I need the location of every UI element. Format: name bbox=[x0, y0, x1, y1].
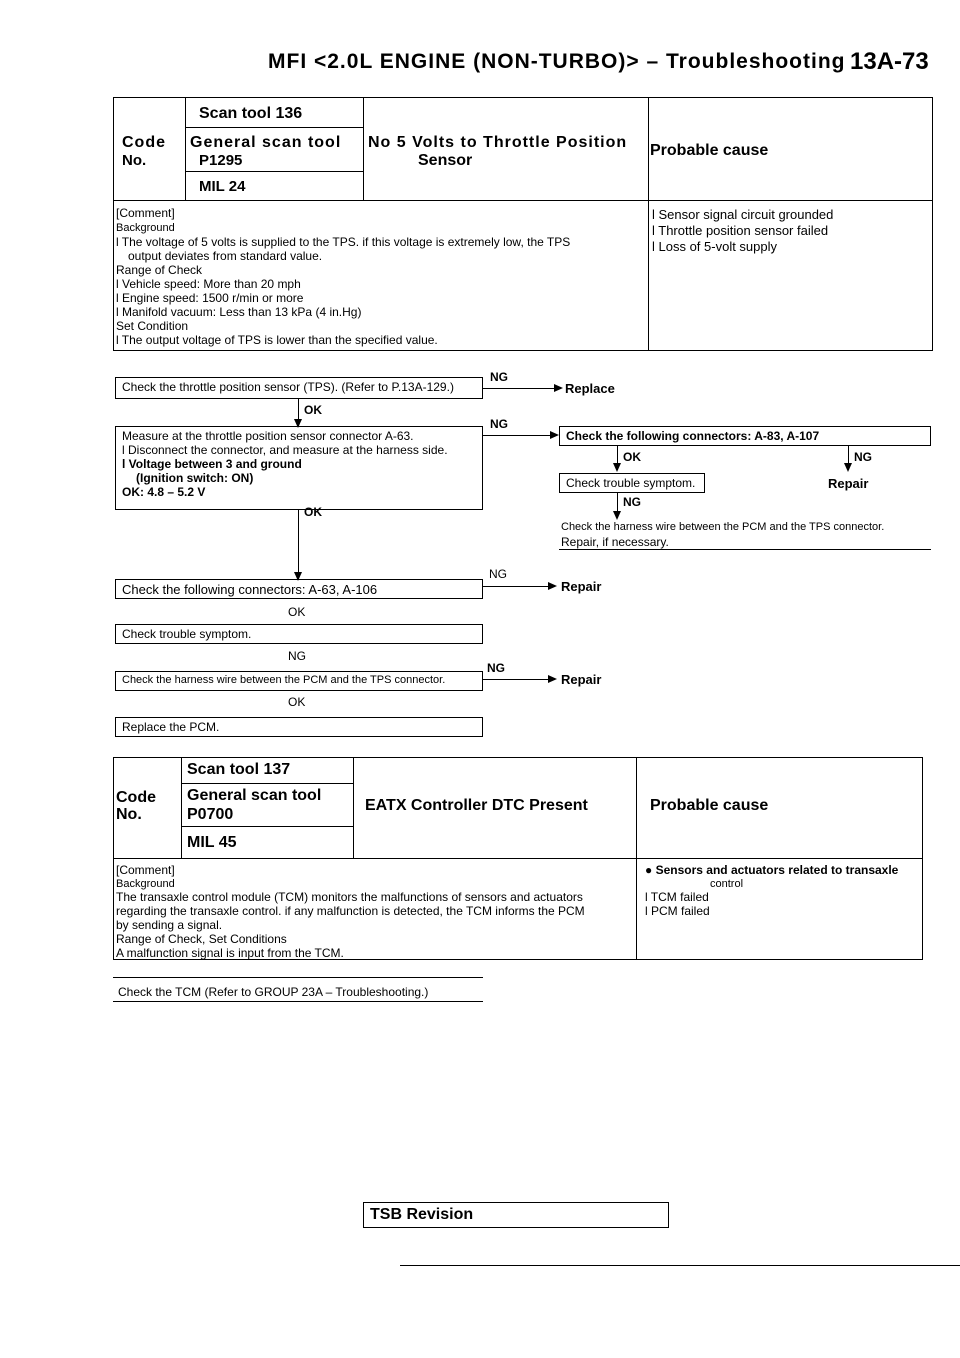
dtc2-cause-item: PCM failed bbox=[645, 904, 710, 918]
dtc2-cause-item: ● Sensors and actuators related to trans… bbox=[645, 863, 899, 877]
flow-step-check-harness-left: Check the harness wire between the PCM a… bbox=[115, 671, 483, 691]
flow-ok-label: OK bbox=[288, 695, 306, 709]
dtc2-range-text: A malfunction signal is input from the T… bbox=[116, 946, 344, 960]
dtc2-cause-item: TCM failed bbox=[645, 890, 709, 904]
dtc2-background-label: Background bbox=[116, 878, 175, 890]
flow-step-check-trouble-symptom-left: Check trouble symptom. bbox=[115, 624, 483, 644]
dtc1-comment-label: [Comment] bbox=[116, 206, 175, 220]
flow-ok-label: OK bbox=[623, 450, 641, 464]
flow-step-check-connectors-a83-a107: Check the following connectors: A-83, A-… bbox=[559, 426, 931, 446]
dtc2-cause-item: control bbox=[710, 878, 744, 890]
flow-repair-label: Repair bbox=[828, 476, 869, 491]
flow-repair-label: Repair bbox=[561, 672, 602, 687]
dtc1-range-item: Engine speed: 1500 r/min or more bbox=[116, 291, 303, 305]
dtc1-cause-item: Sensor signal circuit grounded bbox=[652, 207, 834, 222]
dtc2-comment-label: [Comment] bbox=[116, 863, 175, 877]
dtc-p1295-table bbox=[113, 97, 933, 351]
dtc2-no-label: No. bbox=[116, 806, 142, 823]
dtc2-background-text1: The transaxle control module (TCM) monit… bbox=[116, 890, 583, 904]
flow-ng-label: NG bbox=[288, 649, 306, 663]
dtc1-cause-item: Loss of 5-volt supply bbox=[652, 239, 778, 254]
flow-ng-label: NG bbox=[489, 567, 507, 581]
dtc1-title-line2: Sensor bbox=[418, 152, 473, 169]
dtc1-probable-cause-label: Probable cause bbox=[650, 142, 769, 159]
flow-step-check-connectors-a63-a106: Check the following connectors: A-63, A-… bbox=[115, 579, 483, 599]
flow-step-check-harness-right: Check the harness wire between the PCM a… bbox=[561, 521, 885, 533]
dtc1-range-item: Vehicle speed: More than 20 mph bbox=[116, 277, 301, 291]
flow-replace-label: Replace bbox=[565, 381, 615, 396]
dtc1-set-label: Set Condition bbox=[116, 319, 189, 333]
tsb-revision-box bbox=[363, 1202, 669, 1228]
flow-step-check-tcm: Check the TCM (Refer to GROUP 23A – Trou… bbox=[118, 985, 429, 999]
page-number: 13A-73 bbox=[850, 48, 929, 75]
dtc1-range-item: Manifold vacuum: Less than 13 kPa (4 in.… bbox=[116, 305, 361, 319]
dtc1-background-label: Background bbox=[116, 222, 175, 234]
flow-step-check-tps: Check the throttle position sensor (TPS)… bbox=[115, 377, 483, 399]
tsb-revision-label: TSB Revision bbox=[370, 1206, 474, 1223]
dtc1-background-text1: The voltage of 5 volts is supplied to th… bbox=[116, 235, 570, 249]
flow-step-replace-pcm: Replace the PCM. bbox=[115, 717, 483, 737]
dtc2-title: EATX Controller DTC Present bbox=[365, 797, 588, 814]
dtc1-mil: MIL 24 bbox=[199, 178, 246, 195]
flow-repair-if-necessary: Repair, if necessary. bbox=[561, 535, 669, 549]
dtc1-scan-tool: Scan tool 136 bbox=[199, 105, 303, 122]
flow-ng-label: NG bbox=[623, 495, 641, 509]
dtc2-background-text3: by sending a signal. bbox=[116, 918, 223, 932]
dtc2-scan-tool: Scan tool 137 bbox=[187, 761, 291, 778]
flow-step-check-trouble-symptom-right: Check trouble symptom. bbox=[559, 473, 705, 493]
dtc1-general-code: P1295 bbox=[199, 152, 243, 169]
flow-repair-label: Repair bbox=[561, 579, 602, 594]
dtc2-mil: MIL 45 bbox=[187, 834, 237, 851]
dtc2-general-scan-tool: General scan tool bbox=[187, 787, 322, 804]
flow-ok-label: OK bbox=[288, 605, 306, 619]
dtc2-general-code: P0700 bbox=[187, 806, 234, 823]
dtc2-code-label: Code bbox=[116, 789, 156, 806]
flow-ng-label: NG bbox=[490, 370, 508, 384]
flow-step-measure-tps-connector: Measure at the throttle position sensor … bbox=[115, 426, 483, 510]
header-title: MFI <2.0L ENGINE (NON-TURBO)> – Troubles… bbox=[268, 50, 846, 73]
flow-ng-label: NG bbox=[490, 417, 508, 431]
dtc1-range-label: Range of Check bbox=[116, 263, 203, 277]
dtc2-probable-cause-label: Probable cause bbox=[650, 797, 769, 814]
dtc1-background-text2: output deviates from standard value. bbox=[128, 249, 323, 263]
dtc1-general-scan-tool: General scan tool bbox=[190, 134, 342, 151]
flow-ok-label: OK bbox=[304, 505, 322, 519]
dtc2-range-label: Range of Check, Set Conditions bbox=[116, 932, 287, 946]
dtc1-cause-item: Throttle position sensor failed bbox=[652, 223, 828, 238]
dtc1-title-line1: No 5 Volts to Throttle Position bbox=[368, 134, 628, 151]
dtc1-no-label: No. bbox=[122, 152, 147, 169]
dtc1-set-item: The output voltage of TPS is lower than … bbox=[116, 333, 438, 347]
dtc1-code-label: Code bbox=[122, 134, 166, 151]
dtc2-background-text2: regarding the transaxle control. if any … bbox=[116, 904, 585, 918]
page-header: MFI <2.0L ENGINE (NON-TURBO)> – Troubles… bbox=[0, 48, 960, 78]
flow-ng-label: NG bbox=[487, 661, 505, 675]
flow-ok-label: OK bbox=[304, 403, 322, 417]
flow-ng-label: NG bbox=[854, 450, 872, 464]
